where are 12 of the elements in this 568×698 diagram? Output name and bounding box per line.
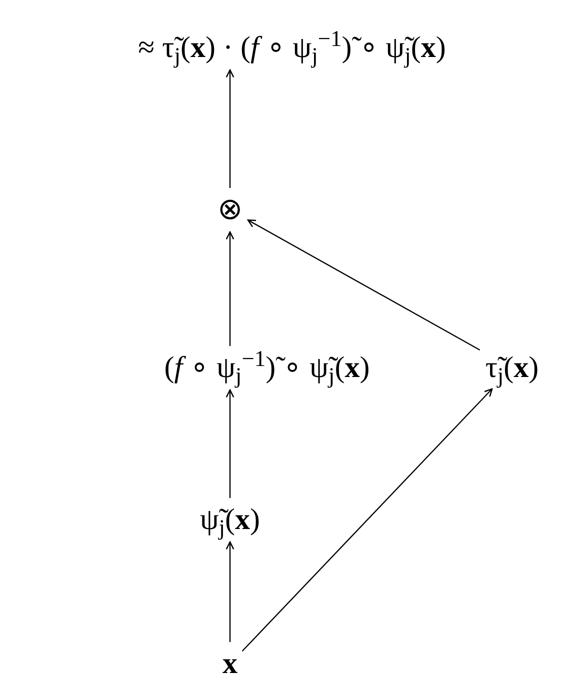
arrow — [226, 389, 234, 498]
arrow — [226, 231, 234, 346]
operator-symbol: ⊗ — [216, 192, 244, 228]
arrow — [226, 541, 234, 642]
math-expression: τ̃$_{j}$(x) — [483, 350, 541, 386]
arrow — [226, 69, 234, 188]
math-expression: (f ∘ ψ$_{j}$$^{−1}$)̃ ∘ ψ̃$_{j}$(x) — [162, 350, 372, 386]
math-expression: ≈ τ̃$_{j}$(x) · (f ∘ ψ$_{j}$$^{−1}$)̃ ∘ ψ̃$_{j}$(x) — [136, 30, 448, 66]
arrow — [247, 219, 480, 350]
math-expression: ψ̃$_{j}$(x) — [198, 502, 262, 538]
math-expression: x — [220, 646, 240, 682]
arrow — [242, 388, 493, 652]
